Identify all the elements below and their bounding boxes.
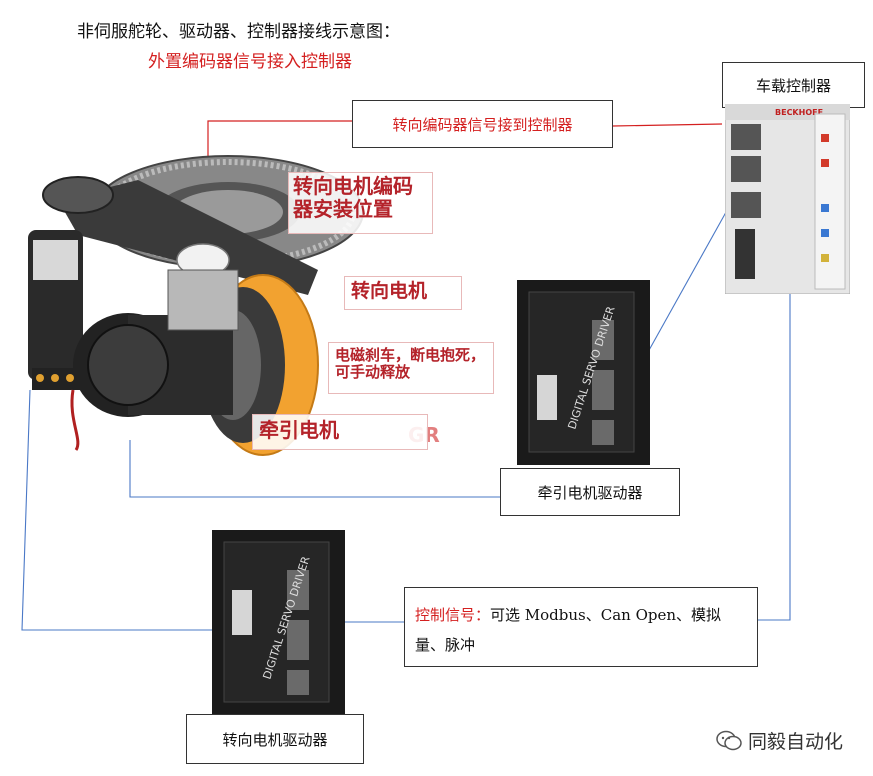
- driver-to-controller-line: [647, 204, 731, 353]
- svg-text:BECKHOFF: BECKHOFF: [775, 108, 823, 117]
- encoder-position-label: 转向电机编码器安装位置: [288, 172, 433, 234]
- steering-motor-label: 转向电机: [344, 276, 462, 310]
- steering-driver-image: DIGITAL SERVO DRIVER: [212, 530, 345, 715]
- watermark-text: 同毅自动化: [747, 731, 843, 753]
- ctrlbox-to-controller-line: [758, 290, 791, 621]
- brake-label: 电磁刹车，断电抱死，可手动释放: [328, 342, 494, 394]
- plc-controller-image: BECKHOFF: [725, 104, 850, 294]
- traction-driver-box: 牵引电机驱动器: [500, 468, 680, 516]
- control-signal-box: 控制信号：可选 Modbus、Can Open、模拟量、脉冲: [404, 587, 758, 667]
- traction-motor-label: 牵引电机: [252, 414, 428, 450]
- encoder-to-controller-line: [612, 123, 723, 127]
- page-subtitle: 外置编码器信号接入控制器: [148, 52, 352, 72]
- encoder-signal-box: 转向编码器信号接到控制器: [352, 100, 613, 148]
- control-signal-text: 控制信号：可选 Modbus、Can Open、模拟量、脉冲: [415, 600, 747, 660]
- onboard-controller-box: 车载控制器: [722, 62, 865, 108]
- control-signal-prefix: 控制信号：: [415, 606, 491, 624]
- traction-driver-image: DIGITAL SERVO DRIVER: [517, 280, 650, 465]
- page-title: 非伺服舵轮、驱动器、控制器接线示意图：: [77, 22, 400, 42]
- watermark: 同毅自动化: [716, 727, 843, 754]
- control-signal-options: 可选 Modbus、Can Open、模拟量、脉冲: [415, 606, 722, 654]
- wechat-icon: [716, 730, 742, 750]
- steering-driver-box: 转向电机驱动器: [186, 714, 364, 764]
